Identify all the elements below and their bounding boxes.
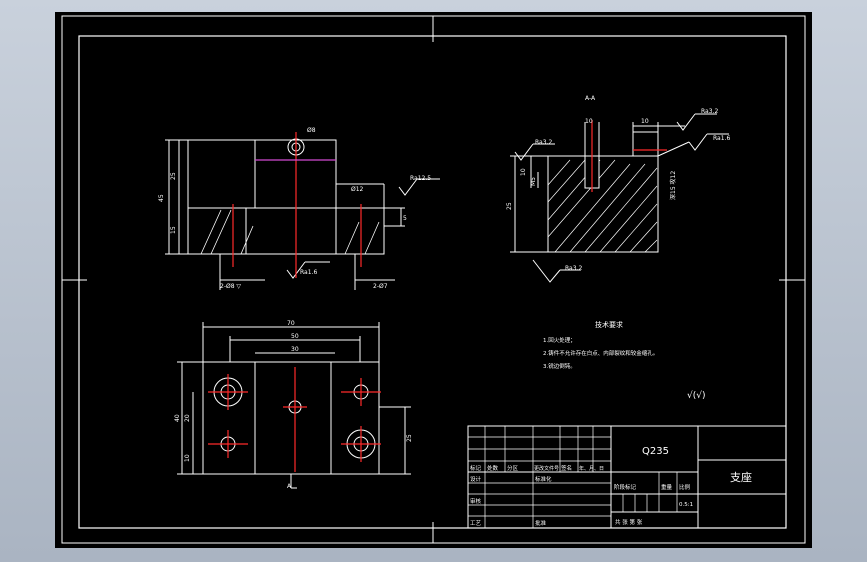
dim-height: 45 — [158, 194, 165, 202]
section-dim-10c: 10 — [520, 168, 527, 176]
dim-depth: 5 — [403, 215, 407, 222]
plan-centerlines — [208, 367, 381, 472]
tb-design: 设计 — [470, 475, 482, 483]
plan-dim-40: 40 — [174, 414, 181, 422]
ra-right2: Ra1.6 — [713, 135, 730, 142]
tb-header-6: 年、月、日 — [579, 465, 604, 472]
section-note: 深15 攻12 — [669, 171, 677, 200]
tb-header-3: 分区 — [507, 464, 519, 472]
section-dim-10a: 10 — [585, 118, 593, 125]
tb-material: Q235 — [642, 446, 669, 457]
tb-header-1: 标记 — [470, 464, 482, 472]
plan-dim-70: 70 — [287, 320, 295, 327]
drawing-canvas: 45 25 15 Ø8 Ra1.6 Ra12.5 2-Ø8 ▽ 2-Ø7 5 Ø… — [61, 15, 806, 544]
section-centerlines — [591, 120, 667, 192]
rough-front-1: Ra1.6 — [300, 269, 317, 276]
hole-right-label: 2-Ø7 — [373, 283, 388, 290]
section-label: A-A — [585, 95, 596, 102]
section-dim-10b: 10 — [641, 118, 649, 125]
plan-dim-25: 25 — [406, 434, 413, 442]
plan-dim-10: 10 — [184, 454, 191, 462]
tb-stage: 阶段标记 — [614, 483, 637, 491]
tb-approve: 批准 — [535, 519, 547, 527]
dim-small: Ø12 — [351, 186, 364, 193]
ra-right1: Ra3.2 — [701, 108, 718, 115]
front-view — [165, 138, 440, 290]
dim-hole: Ø8 — [307, 127, 316, 134]
tb-weight: 重量 — [661, 483, 673, 491]
ra-bottom: Ra3.2 — [565, 265, 582, 272]
tb-part-name: 支座 — [730, 470, 752, 484]
tech-requirements: 技术要求 1.回火处理； 2.铸件不允许存在白点、内部裂纹和较金缩孔。 3.锐边… — [543, 320, 658, 370]
front-view-centerlines — [232, 132, 362, 278]
tb-header-5: 签名 — [561, 464, 572, 472]
roughness-other: √(√) — [687, 390, 706, 401]
tb-sheets: 共 张 第 张 — [615, 518, 643, 526]
plan-dim-20: 20 — [184, 414, 191, 422]
tb-header-2: 处数 — [487, 464, 499, 472]
plan-dim-50: 50 — [291, 333, 299, 340]
tb-scale-value: 0.5:1 — [679, 502, 693, 508]
plan-label-a: A — [287, 483, 292, 490]
tb-standardize: 标准化 — [535, 475, 552, 483]
tb-scale: 比例 — [679, 483, 691, 491]
ra-left: Ra3.2 — [535, 139, 552, 146]
hole-left-label: 2-Ø8 ▽ — [220, 283, 241, 290]
tb-header-4: 更改文件号 — [534, 465, 559, 472]
section-dim-25: 25 — [506, 202, 513, 210]
tech-item-1: 1.回火处理； — [543, 336, 576, 344]
tech-item-2: 2.铸件不允许存在白点、内部裂纹和较金缩孔。 — [543, 349, 658, 357]
rough-front-2: Ra12.5 — [410, 175, 431, 182]
tech-title: 技术要求 — [595, 320, 623, 329]
tech-item-3: 3.锐边倒钝。 — [543, 362, 576, 370]
centering-marks — [62, 16, 805, 543]
dim-lower: 15 — [170, 226, 177, 234]
tb-review: 审核 — [470, 497, 482, 505]
tb-process: 工艺 — [470, 520, 482, 527]
inner-frame — [78, 35, 787, 529]
title-block — [467, 425, 787, 529]
section-dim-m: M5 — [530, 177, 537, 186]
outer-frame — [61, 15, 806, 544]
plan-dim-30: 30 — [291, 346, 299, 353]
dim-upper: 25 — [170, 172, 177, 180]
drawing-sheet: 45 25 15 Ø8 Ra1.6 Ra12.5 2-Ø8 ▽ 2-Ø7 5 Ø… — [55, 12, 812, 548]
